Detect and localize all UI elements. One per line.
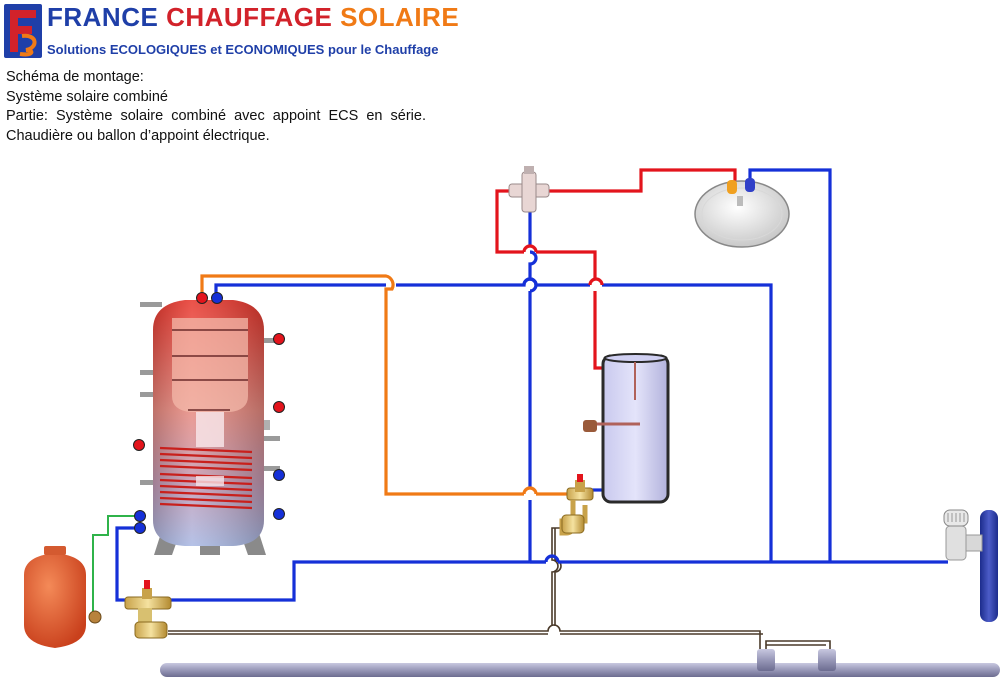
buffer-tank-icon xyxy=(140,300,280,555)
safety-group-icon xyxy=(124,580,172,639)
expansion-vessel-icon xyxy=(24,546,102,648)
mixing-valve-icon xyxy=(508,166,550,213)
safety-valve-icon xyxy=(559,474,594,536)
fcs-logo-icon xyxy=(4,4,42,58)
brand-title: FRANCE CHAUFFAGE SOLAIRE xyxy=(47,2,459,33)
thin-pipes xyxy=(168,527,831,649)
diagram-description: Schéma de montage: Système solaire combi… xyxy=(6,68,426,146)
description-line-3: Partie: Système solaire combiné avec app… xyxy=(6,108,426,124)
dhw-tank-icon xyxy=(583,353,670,504)
tank-connectors xyxy=(133,292,285,534)
pipe-crossovers xyxy=(522,244,604,563)
brand-word-chauffage: CHAUFFAGE xyxy=(166,2,333,32)
description-line-4: Chaudière ou ballon d’appoint électrique… xyxy=(6,127,270,144)
header: FRANCE CHAUFFAGE SOLAIRE Solutions ECOLO… xyxy=(0,0,459,64)
collector-manifold-icon xyxy=(160,649,1000,677)
cold-pipes xyxy=(115,168,948,602)
brand-tagline: Solutions ECOLOGIQUES et ECONOMIQUES pou… xyxy=(47,42,439,57)
description-line-1: Schéma de montage: xyxy=(6,69,144,85)
brand-word-france: FRANCE xyxy=(47,2,159,32)
green-pipe xyxy=(92,515,140,614)
description-line-2: Système solaire combiné xyxy=(6,88,168,105)
brand-word-solaire: SOLAIRE xyxy=(340,2,460,32)
radiator-icon xyxy=(943,509,998,622)
boiler-icon xyxy=(694,178,790,248)
